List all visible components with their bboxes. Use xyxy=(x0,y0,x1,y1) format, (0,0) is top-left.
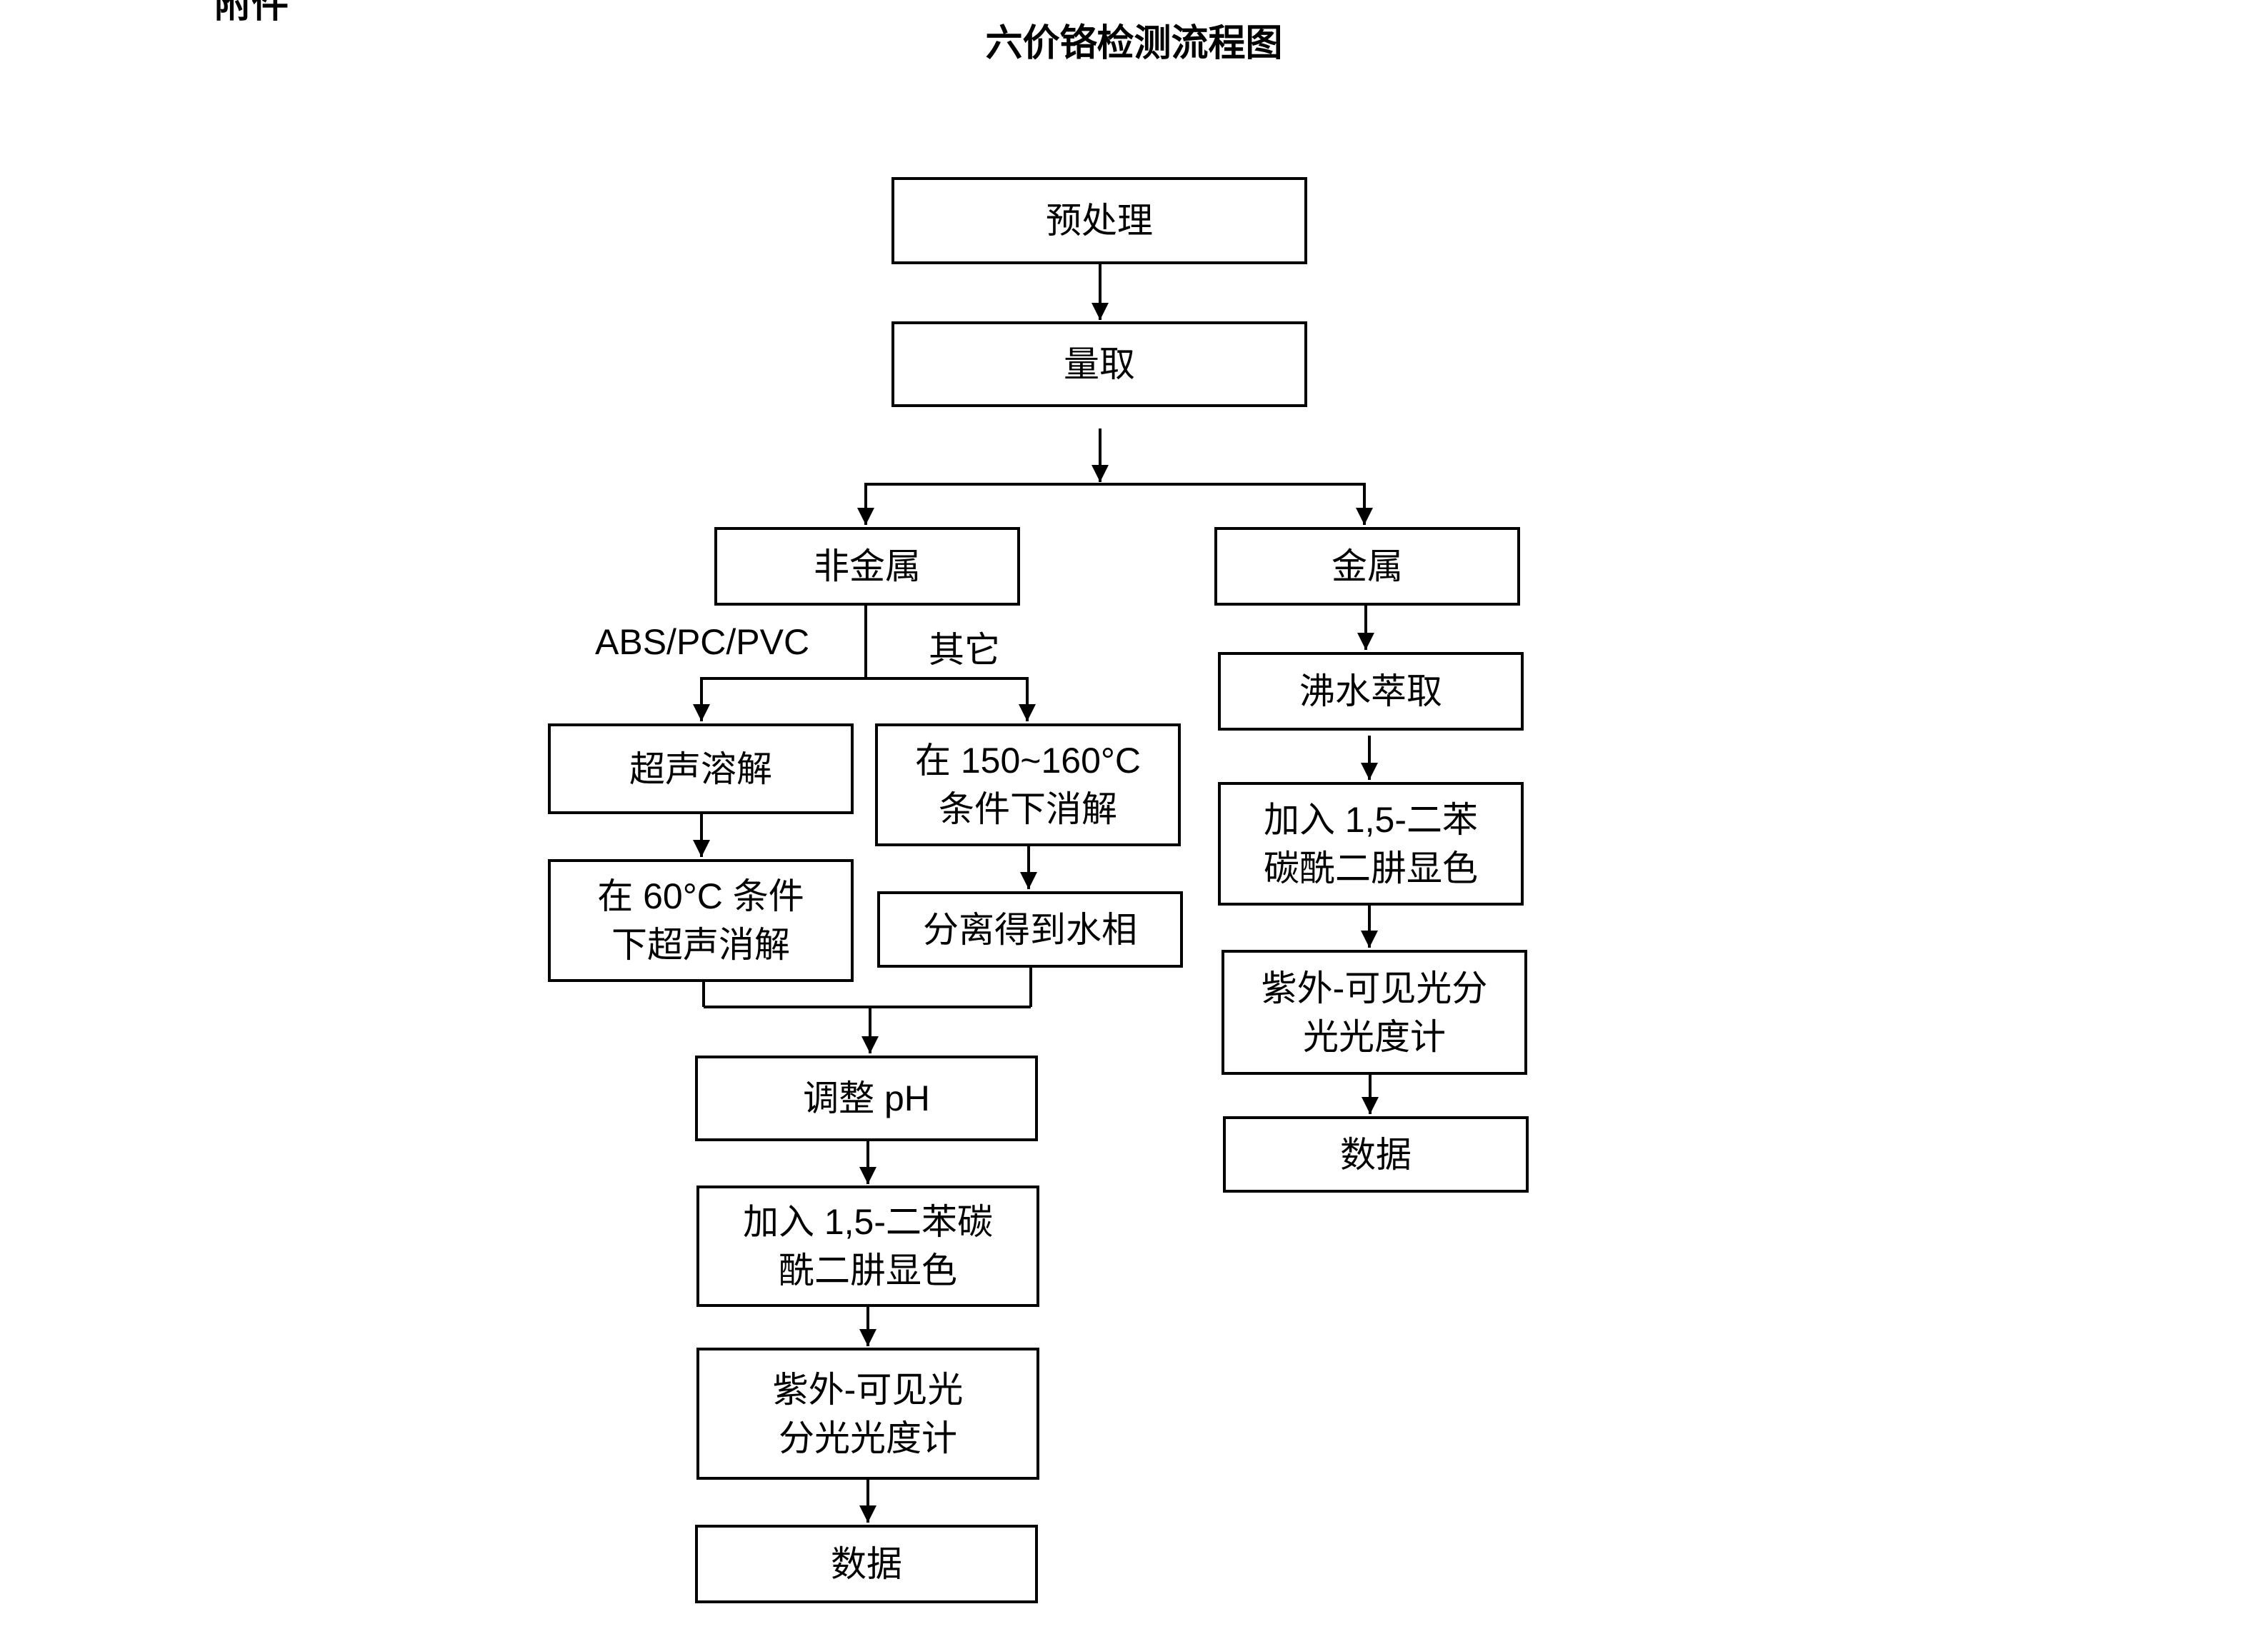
nonmetal-color-line1: 加入 1,5-二苯碳 xyxy=(742,1202,994,1242)
metal-data-label: 数据 xyxy=(1340,1134,1412,1175)
ultrasonic-digest-line2: 下超声消解 xyxy=(611,925,790,965)
nonmetal-uv-box: 紫外-可见光 分光光度计 xyxy=(696,1348,1039,1480)
nonmetal-color-line2: 酰二肼显色 xyxy=(779,1250,957,1290)
attachment-label: 附件 xyxy=(214,0,289,26)
adjust-ph-label: 调整 pH xyxy=(803,1078,930,1118)
branch-label-other: 其它 xyxy=(929,630,1000,670)
pretreat-box: 预处理 xyxy=(891,177,1307,264)
metal-uv-box: 紫外-可见光分 光光度计 xyxy=(1222,950,1527,1075)
adjust-ph-box: 调整 pH xyxy=(695,1056,1038,1141)
ultrasonic-dissolve-box: 超声溶解 xyxy=(548,723,854,814)
pretreat-label: 预处理 xyxy=(1046,201,1153,241)
ultrasonic-digest-box: 在 60°C 条件 下超声消解 xyxy=(548,859,854,982)
nonmetal-data-box: 数据 xyxy=(695,1525,1038,1603)
page-title: 六价铬检测流程图 xyxy=(985,22,1283,65)
metal-uv-line1: 紫外-可见光分 xyxy=(1261,968,1488,1008)
nonmetal-uv-line2: 分光光度计 xyxy=(779,1418,957,1458)
nonmetal-uv-line1: 紫外-可见光 xyxy=(772,1369,964,1410)
metal-color-box: 加入 1,5-二苯 碳酰二肼显色 xyxy=(1218,782,1524,906)
metal-uv-line2: 光光度计 xyxy=(1303,1016,1446,1057)
metal-box: 金属 xyxy=(1214,527,1520,606)
nonmetal-box: 非金属 xyxy=(714,527,1020,606)
nonmetal-label: 非金属 xyxy=(814,546,921,586)
nonmetal-color-box: 加入 1,5-二苯碳 酰二肼显色 xyxy=(696,1186,1039,1307)
digest-box: 在 150~160°C 条件下消解 xyxy=(875,723,1181,846)
extract-box: 沸水萃取 xyxy=(1218,652,1524,731)
metal-label: 金属 xyxy=(1332,546,1403,586)
digest-line2: 条件下消解 xyxy=(939,789,1117,829)
ultrasonic-digest-line1: 在 60°C 条件 xyxy=(597,876,804,916)
metal-color-line2: 碳酰二肼显色 xyxy=(1264,848,1478,888)
nonmetal-data-label: 数据 xyxy=(831,1544,902,1584)
extract-label: 沸水萃取 xyxy=(1299,671,1442,711)
branch-label-abs: ABS/PC/PVC xyxy=(595,622,810,662)
metal-data-box: 数据 xyxy=(1223,1116,1529,1193)
ultrasonic-dissolve-label: 超声溶解 xyxy=(629,748,772,789)
separate-label: 分离得到水相 xyxy=(923,909,1137,950)
metal-color-line1: 加入 1,5-二苯 xyxy=(1263,799,1479,840)
measure-label: 量取 xyxy=(1064,344,1135,384)
digest-line1: 在 150~160°C xyxy=(914,741,1142,781)
separate-box: 分离得到水相 xyxy=(877,891,1183,968)
measure-box: 量取 xyxy=(891,321,1307,407)
